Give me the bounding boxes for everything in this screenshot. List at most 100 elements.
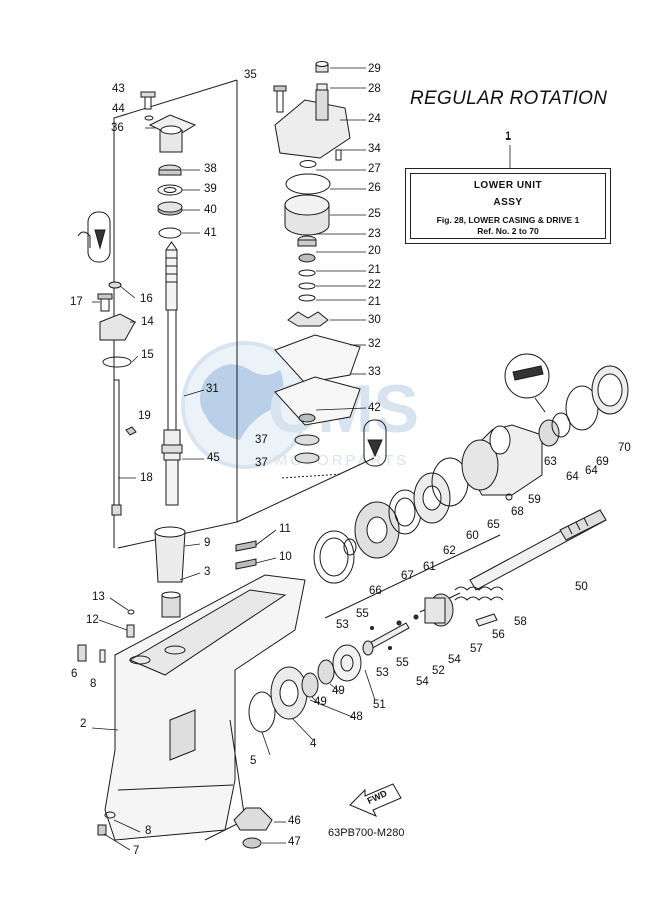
drive-shaft [161, 241, 183, 506]
part-number-label[interactable]: 38 [204, 163, 217, 175]
part-number-label[interactable]: 54 [448, 654, 461, 666]
part-number-label[interactable]: 49 [332, 685, 345, 697]
part-number-label[interactable]: 47 [288, 836, 301, 848]
part-number-label[interactable]: 24 [368, 113, 381, 125]
part-number-label[interactable]: 6 [71, 668, 78, 680]
part-number-label[interactable]: 59 [528, 494, 541, 506]
part-number-label[interactable]: 14 [141, 316, 154, 328]
rear-bearing-parts [538, 365, 629, 447]
part-number-label[interactable]: 13 [92, 591, 105, 603]
part-number-label[interactable]: 39 [204, 183, 217, 195]
reference-line-1: LOWER UNIT [473, 180, 543, 191]
part-number-label[interactable]: 16 [140, 293, 153, 305]
part-number-label[interactable]: 7 [133, 845, 140, 857]
part-number-label[interactable]: 10 [279, 551, 292, 563]
part-number-label[interactable]: 36 [111, 122, 124, 134]
shift-rod [111, 379, 137, 516]
part-number-label[interactable]: 2 [80, 718, 87, 730]
part-number-label[interactable]: 19 [138, 410, 151, 422]
part-number-label[interactable]: 67 [401, 570, 414, 582]
reference-line-3: Fig. 28, LOWER CASING & DRIVE 1 [436, 215, 580, 225]
lower-casing [104, 574, 306, 841]
small-fasteners [77, 609, 135, 836]
part-number-label[interactable]: 43 [112, 83, 125, 95]
part-number-label[interactable]: 32 [368, 338, 381, 350]
part-number-label[interactable]: 61 [423, 561, 436, 573]
part-number-label[interactable]: 50 [575, 581, 588, 593]
part-number-label[interactable]: 1 [505, 131, 512, 143]
part-number-label[interactable]: 69 [596, 456, 609, 468]
reference-line-4: Ref. No. 2 to 70 [477, 226, 539, 236]
part-number-label[interactable]: 55 [356, 608, 369, 620]
shift-parts [97, 281, 136, 368]
part-number-label[interactable]: 62 [443, 545, 456, 557]
part-number-label[interactable]: 25 [368, 208, 381, 220]
part-number-label[interactable]: 27 [368, 163, 381, 175]
assembly-line [324, 534, 501, 619]
part-number-label[interactable]: 66 [369, 585, 382, 597]
part-number-label[interactable]: 3 [204, 566, 211, 578]
part-number-label[interactable]: 37 [255, 457, 268, 469]
part-number-label[interactable]: 11 [279, 523, 291, 535]
part-number-label[interactable]: 53 [336, 619, 349, 631]
part-number-label[interactable]: 28 [368, 83, 381, 95]
part-number-label[interactable]: 33 [368, 366, 381, 378]
part-number-label[interactable]: 58 [514, 616, 527, 628]
part-number-label[interactable]: 41 [204, 227, 217, 239]
detail-inset-right [363, 419, 387, 467]
watermark-logo: CMS MOTORPARTS [181, 341, 419, 469]
part-number-label[interactable]: 4 [310, 738, 317, 750]
part-number-label[interactable]: 22 [368, 279, 381, 291]
part-number-label[interactable]: 5 [250, 755, 257, 767]
part-number-label[interactable]: 60 [466, 530, 479, 542]
part-number-label[interactable]: 18 [140, 472, 153, 484]
part-number-label[interactable]: 21 [368, 296, 381, 308]
part-number-label[interactable]: 64 [566, 471, 579, 483]
clutch-and-spring [424, 586, 504, 627]
part-number-label[interactable]: 42 [368, 402, 381, 414]
part-number-label[interactable]: 64 [585, 465, 598, 477]
part-number-label[interactable]: 49 [314, 696, 327, 708]
part-number-label[interactable]: 48 [350, 711, 363, 723]
part-number-label[interactable]: 57 [470, 643, 483, 655]
shift-plunger [362, 614, 419, 656]
part-number-label[interactable]: 63 [544, 456, 557, 468]
part-number-label[interactable]: 29 [368, 63, 381, 75]
water-pump-assembly [273, 61, 351, 327]
part-number-label[interactable]: 52 [432, 665, 445, 677]
part-number-label[interactable]: 23 [368, 228, 381, 240]
part-number-label[interactable]: 51 [373, 699, 386, 711]
part-number-label[interactable]: 8 [145, 825, 152, 837]
part-number-label[interactable]: 15 [141, 349, 154, 361]
part-number-label[interactable]: 9 [204, 537, 211, 549]
sleeve-and-bushing [154, 526, 257, 618]
part-number-label[interactable]: 26 [368, 182, 381, 194]
part-number-label[interactable]: 30 [368, 314, 381, 326]
part-number-label[interactable]: 34 [368, 143, 381, 155]
part-number-label[interactable]: 44 [112, 103, 125, 115]
part-number-label[interactable]: 21 [368, 264, 381, 276]
part-number-label[interactable]: 40 [204, 204, 217, 216]
part-number-label[interactable]: 53 [376, 667, 389, 679]
reference-line-2: ASSY [493, 197, 523, 208]
part-number-label[interactable]: 17 [70, 296, 83, 308]
part-number-label[interactable]: 12 [86, 614, 99, 626]
bearing-and-shim [248, 666, 308, 733]
diagram-title: REGULAR ROTATION [410, 88, 608, 109]
part-number-label[interactable]: 55 [396, 657, 409, 669]
part-number-label[interactable]: 56 [492, 629, 505, 641]
part-number-label[interactable]: 70 [618, 442, 631, 454]
detail-inset-top-right [504, 353, 550, 413]
part-number-label[interactable]: 54 [416, 676, 429, 688]
part-number-label[interactable]: 68 [511, 506, 524, 518]
part-number-label[interactable]: 46 [288, 815, 301, 827]
part-number-label[interactable]: 20 [368, 245, 381, 257]
part-number-label[interactable]: 35 [244, 69, 257, 81]
part-number-label[interactable]: 31 [206, 383, 219, 395]
part-number-label[interactable]: 37 [255, 434, 268, 446]
fwd-arrow [349, 783, 402, 817]
drawing-code: 63PB700-M280 [328, 827, 405, 839]
part-number-label[interactable]: 45 [207, 452, 220, 464]
part-number-label[interactable]: 8 [90, 678, 97, 690]
part-number-label[interactable]: 65 [487, 519, 500, 531]
